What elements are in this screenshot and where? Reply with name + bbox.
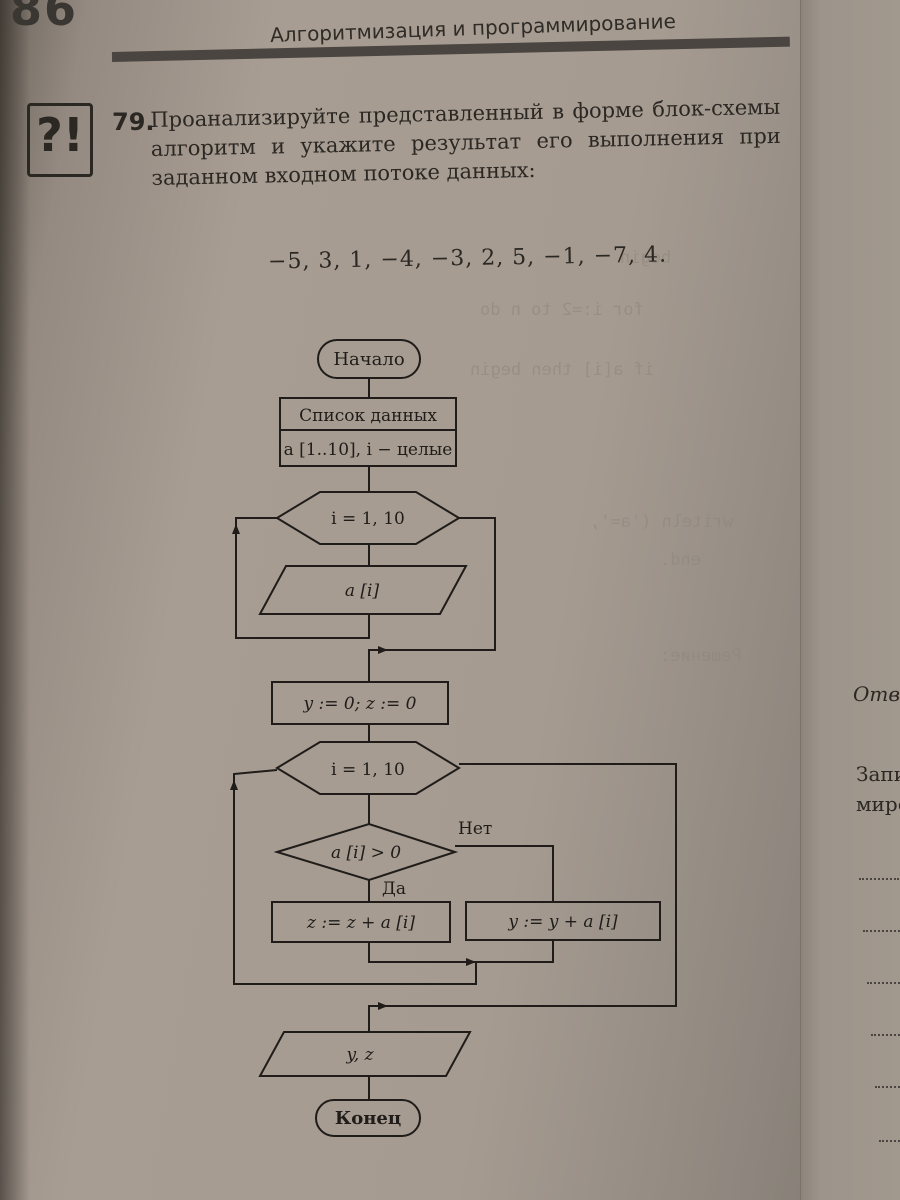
arrow-up-icon bbox=[232, 524, 240, 534]
icon-glyph: ?! bbox=[36, 108, 84, 162]
page-edge-shadow bbox=[0, 0, 30, 1200]
right-fragment-write: Запи bbox=[856, 762, 900, 786]
yes-action-block bbox=[271, 901, 451, 943]
condition-label: a [i] > 0 bbox=[331, 843, 401, 863]
loop2-back-line bbox=[233, 769, 477, 985]
yes-label: Да bbox=[382, 879, 406, 899]
init-label: y := 0; z := 0 bbox=[303, 694, 417, 714]
end-label: Конец bbox=[335, 1108, 401, 1129]
arrow-right-icon bbox=[378, 1002, 388, 1010]
yes-action-label: z := z + a [i] bbox=[306, 913, 415, 933]
loop1-label: i = 1, 10 bbox=[331, 509, 405, 529]
facing-page: Отве Запи миро bbox=[800, 0, 900, 1200]
arrow-right-icon bbox=[466, 958, 476, 966]
loop1-exit-line bbox=[368, 517, 496, 682]
page-number: 86 bbox=[10, 0, 79, 36]
merge-line-right bbox=[476, 940, 554, 963]
data-decl-label: a [1..10], i − целые bbox=[284, 440, 453, 460]
loop2-exit-line bbox=[368, 763, 677, 1032]
loop1-back-line bbox=[235, 517, 370, 639]
question-exclamation-icon: ?! bbox=[27, 103, 93, 177]
input-parallelogram bbox=[258, 565, 468, 615]
start-label: Начало bbox=[333, 349, 404, 370]
data-header-label: Список данных bbox=[299, 406, 437, 426]
answer-line bbox=[875, 1086, 900, 1088]
answer-line bbox=[863, 930, 900, 932]
no-label: Нет bbox=[458, 819, 492, 839]
output-label: y, z bbox=[345, 1045, 374, 1065]
task-number: 79. bbox=[112, 108, 155, 136]
init-block bbox=[271, 681, 449, 725]
no-action-label: y := y + a [i] bbox=[507, 912, 618, 932]
input-label: a [i] bbox=[345, 581, 380, 601]
no-line bbox=[455, 845, 554, 902]
merge-line-left bbox=[368, 942, 476, 963]
arrow-right-icon bbox=[378, 646, 388, 654]
loop2-label: i = 1, 10 bbox=[331, 760, 405, 780]
end-terminator bbox=[315, 1099, 421, 1137]
answer-line bbox=[879, 1140, 900, 1142]
no-action-block bbox=[465, 901, 661, 941]
answer-line bbox=[871, 1034, 900, 1036]
condition-diamond bbox=[273, 822, 459, 882]
arrow-up-icon bbox=[230, 780, 238, 790]
output-parallelogram bbox=[258, 1031, 472, 1077]
right-fragment-answer: Отве bbox=[853, 682, 900, 706]
loop2-hexagon bbox=[275, 741, 461, 795]
right-fragment-world: миро bbox=[856, 792, 900, 816]
answer-line bbox=[867, 982, 900, 984]
answer-line bbox=[859, 878, 899, 880]
